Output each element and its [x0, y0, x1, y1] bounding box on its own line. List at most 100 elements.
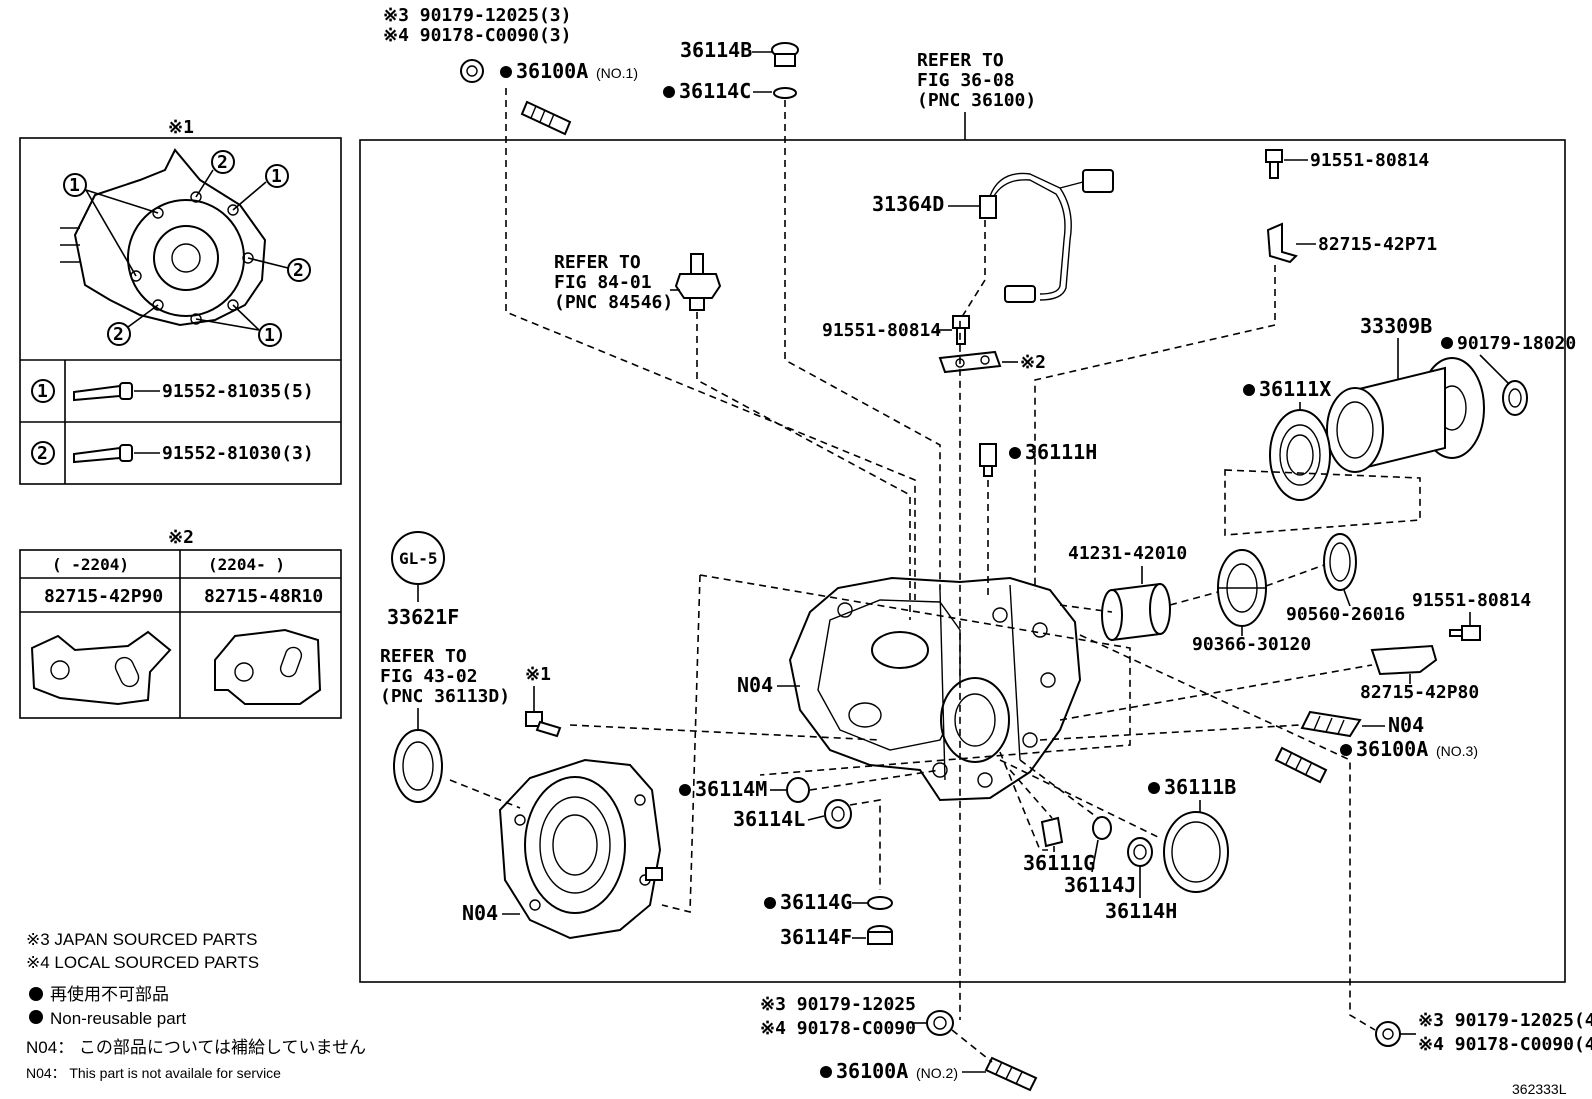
label-n04-bottom: N04	[462, 901, 498, 925]
label-90179-18020: 90179-18020	[1457, 333, 1576, 354]
bolt2-part-number: 91552-81030(3)	[162, 443, 314, 464]
nut-no1	[460, 59, 484, 83]
label-36111h: 36111H	[1025, 440, 1097, 464]
callout-1c: 1	[258, 323, 282, 347]
svg-text:1: 1	[264, 325, 275, 346]
wire-harness-31364d	[979, 169, 1114, 303]
svg-text:FIG 43-02: FIG 43-02	[380, 666, 478, 687]
svg-text:2: 2	[37, 443, 48, 464]
callout-1a: 1	[63, 173, 87, 197]
refer-fig-84-01: REFER TO	[554, 252, 641, 273]
seal-36111b	[1163, 811, 1229, 893]
label-mark4-4: ※4 90178-C0090(4)	[1418, 1034, 1592, 1055]
svg-text:(PNC 36113D): (PNC 36113D)	[380, 686, 510, 707]
seal-36111x	[1269, 409, 1331, 501]
seal-36113d	[393, 729, 443, 803]
label-90366-30120: 90366-30120	[1192, 634, 1311, 655]
bolt-mark1	[525, 711, 562, 738]
bracket-a-part: 82715-42P90	[44, 586, 163, 607]
label-90560-26016: 90560-26016	[1286, 604, 1405, 625]
label-36114l: 36114L	[733, 807, 805, 831]
label-n04-right: N04	[1388, 713, 1424, 737]
refer-fig-36-08: REFER TO	[917, 50, 1004, 71]
flange-33309b	[1326, 357, 1485, 473]
note-japan-sourced: ※3 JAPAN SOURCED PARTS	[26, 930, 258, 949]
label-mark4-2: ※4 90178-C0090	[760, 1018, 916, 1039]
transfer-case-n04	[788, 576, 1082, 802]
label-36114g: 36114G	[780, 890, 852, 914]
label-91551-mid: 91551-80814	[822, 320, 941, 341]
inset-1: ※1 1 2 1 2 2 1	[19, 117, 342, 485]
label-36100a-no3: 36100A	[1356, 737, 1428, 761]
svg-text:2: 2	[217, 152, 228, 173]
label-36100a-no1: 36100A	[516, 59, 588, 83]
svg-text:(PNC 84546): (PNC 84546)	[554, 292, 673, 313]
label-91551-right: 91551-80814	[1412, 590, 1531, 611]
label-mark4-1: ※4 90178-C0090(3)	[383, 25, 571, 46]
svg-text:( -2204): ( -2204)	[52, 555, 129, 574]
pin-36111g	[1040, 816, 1064, 848]
rear-cover-n04	[498, 758, 663, 940]
label-36114b: 36114B	[680, 38, 752, 62]
callout-2c: 2	[107, 322, 131, 346]
svg-text:(NO.1): (NO.1)	[596, 65, 638, 81]
bolt-row-2: 2 91552-81030(3)	[31, 441, 314, 465]
stud-no1	[520, 100, 572, 136]
label-33621f: 33621F	[387, 605, 459, 629]
bracket-82715-42p80	[1370, 644, 1438, 676]
part-n04-right	[1300, 710, 1362, 738]
label-mark2: ※2	[1020, 352, 1046, 373]
sleeve-41231	[1101, 582, 1171, 642]
label-mark1: ※1	[525, 664, 551, 685]
svg-text:GL-5: GL-5	[399, 549, 438, 568]
label-31364d: 31364D	[872, 192, 944, 216]
label-36111x: 36111X	[1259, 377, 1331, 401]
inset1-mark: ※1	[168, 117, 194, 138]
bearing-90366	[1217, 549, 1267, 627]
stud-no2	[984, 1056, 1038, 1092]
assembly-lines	[449, 88, 1421, 1031]
spacer-90560	[1323, 533, 1357, 591]
plug-36114l	[824, 799, 852, 829]
label-mark3-2: ※3 90179-12025	[760, 994, 916, 1015]
bolt-91551-top	[1265, 149, 1283, 179]
inset-2: ※2 ( -2204) (2204- ) 82715-42P90 82715-4…	[19, 527, 342, 719]
svg-text:FIG 84-01: FIG 84-01	[554, 272, 652, 293]
svg-text:2: 2	[293, 260, 304, 281]
label-36114f: 36114F	[780, 925, 852, 949]
cover-drawing	[60, 148, 267, 327]
sensor-84546	[674, 253, 722, 311]
note-nonreusable-en: Non-reusable part	[50, 1009, 186, 1028]
label-36111b: 36111B	[1164, 775, 1236, 799]
svg-text:(2204- ): (2204- )	[208, 555, 285, 574]
bracket-mark2	[938, 350, 1002, 374]
label-36114m: 36114M	[695, 777, 767, 801]
bracket-a	[30, 630, 172, 706]
label-36100a-no2: 36100A	[836, 1059, 908, 1083]
label-41231-42010: 41231-42010	[1068, 543, 1187, 564]
bolt1-part-number: 91552-81035(5)	[162, 381, 314, 402]
gasket-36114c	[773, 87, 797, 99]
bracket-b	[214, 628, 322, 705]
svg-text:FIG 36-08: FIG 36-08	[917, 70, 1015, 91]
label-91551-top: 91551-80814	[1310, 150, 1429, 171]
stud-no3	[1274, 746, 1328, 784]
bolt-91551-mid	[952, 315, 970, 345]
ring-36114m	[786, 777, 810, 803]
label-82715-42p71: 82715-42P71	[1318, 234, 1437, 255]
nut-4	[1375, 1021, 1401, 1047]
label-36114h: 36114H	[1105, 899, 1177, 923]
note-nonreusable-jp: 再使用不可部品	[50, 984, 169, 1004]
label-n04-case: N04	[737, 673, 773, 697]
diagram-id: 362333L	[1512, 1081, 1567, 1097]
plug-36114h	[1127, 837, 1153, 867]
note-n04-en: N04： This part is not availale for servi…	[26, 1065, 281, 1081]
refer-fig-43-02: REFER TO	[380, 646, 467, 667]
gasket-36114g	[867, 896, 893, 910]
note-n04-jp: N04： この部品については補給していません	[26, 1038, 366, 1057]
breather-36111h	[979, 443, 997, 477]
svg-text:1: 1	[37, 381, 48, 402]
main-frame	[359, 139, 1566, 983]
callout-2b: 2	[287, 258, 311, 282]
